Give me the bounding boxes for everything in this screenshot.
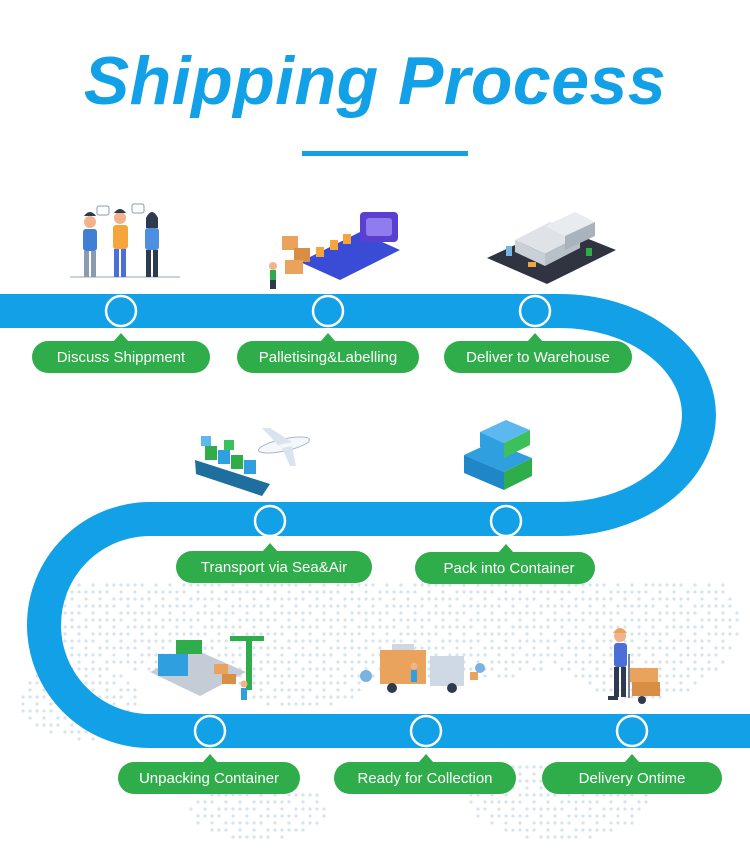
step-label: Unpacking Container bbox=[139, 770, 279, 787]
step-node bbox=[104, 294, 138, 328]
step-pill bbox=[334, 762, 516, 794]
world-map-background bbox=[21, 583, 739, 839]
step-node bbox=[253, 504, 287, 538]
port-crane-icon bbox=[150, 636, 264, 700]
step-discuss-shipment: Discuss Shippment bbox=[32, 203, 210, 373]
step-label: Ready for Collection bbox=[357, 770, 492, 787]
step-label: Deliver to Warehouse bbox=[466, 349, 610, 366]
container-stack-icon bbox=[464, 420, 532, 490]
step-label: Transport via Sea&Air bbox=[201, 559, 347, 576]
step-node bbox=[518, 294, 552, 328]
step-pill bbox=[32, 341, 210, 373]
page-title: Shipping Process bbox=[83, 43, 667, 119]
step-unpacking-container: Unpacking Container bbox=[118, 636, 300, 794]
delivery-truck-icon bbox=[360, 644, 485, 693]
step-label: Discuss Shippment bbox=[57, 349, 186, 366]
step-pill bbox=[444, 341, 632, 373]
step-node bbox=[409, 714, 443, 748]
conveyor-boxes-icon bbox=[269, 212, 400, 289]
step-node bbox=[311, 294, 345, 328]
title-underline bbox=[302, 151, 468, 156]
step-palletising-labelling: Palletising&Labelling bbox=[237, 212, 419, 373]
people-discussion-icon bbox=[70, 203, 180, 278]
step-delivery-ontime: Delivery Ontime bbox=[542, 628, 722, 794]
courier-handtruck-icon bbox=[608, 628, 660, 704]
warehouse-icon bbox=[487, 212, 616, 284]
step-pill bbox=[176, 551, 372, 583]
step-node bbox=[489, 504, 523, 538]
step-ready-for-collection: Ready for Collection bbox=[334, 644, 516, 794]
process-road bbox=[0, 294, 750, 748]
step-pill bbox=[118, 762, 300, 794]
step-label: Palletising&Labelling bbox=[259, 349, 397, 366]
step-transport-sea-air: Transport via Sea&Air bbox=[176, 428, 372, 583]
step-label: Delivery Ontime bbox=[579, 770, 686, 787]
step-label: Pack into Container bbox=[444, 560, 575, 577]
step-pack-into-container: Pack into Container bbox=[415, 420, 595, 584]
step-pill bbox=[237, 341, 419, 373]
step-pill bbox=[415, 552, 595, 584]
step-node bbox=[615, 714, 649, 748]
ship-plane-icon bbox=[195, 428, 310, 496]
step-node bbox=[193, 714, 227, 748]
step-deliver-to-warehouse: Deliver to Warehouse bbox=[444, 212, 632, 373]
step-pill bbox=[542, 762, 722, 794]
